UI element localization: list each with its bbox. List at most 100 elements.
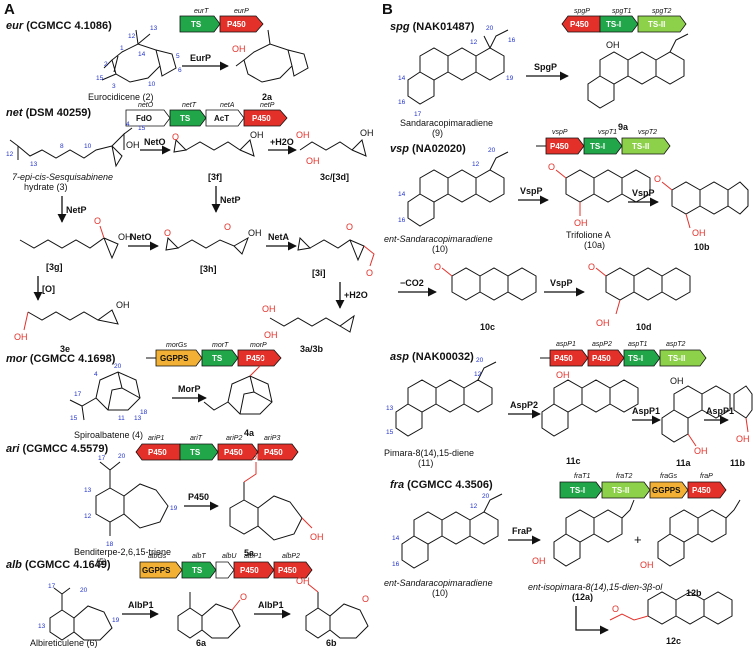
svg-text:2: 2 (104, 61, 108, 68)
svg-text:SpgP: SpgP (534, 62, 557, 72)
compound-11a-structure: OH OH 11a (661, 376, 731, 468)
svg-text:vspP: vspP (552, 129, 568, 136)
svg-text:OH: OH (694, 446, 708, 456)
svg-text:fraT2: fraT2 (616, 473, 632, 480)
svg-text:10: 10 (148, 81, 156, 88)
svg-text:1: 1 (120, 45, 124, 52)
svg-text:OH: OH (310, 532, 324, 542)
compound-3e-structure: OH OH 3e (14, 300, 130, 354)
svg-text:GGPPS: GGPPS (652, 486, 681, 495)
svg-text:O: O (612, 604, 619, 614)
svg-text:fraP: fraP (700, 473, 713, 480)
svg-text:OH: OH (116, 300, 130, 310)
svg-text:OH: OH (532, 556, 546, 566)
svg-text:P450: P450 (570, 20, 589, 29)
svg-text:12: 12 (472, 161, 480, 168)
compound-2a-structure: OH 2a (232, 29, 309, 102)
svg-text:Trifolione A: Trifolione A (566, 230, 611, 240)
svg-text:19: 19 (506, 75, 514, 82)
svg-text:spgP: spgP (574, 8, 590, 15)
svg-text:P450: P450 (227, 20, 246, 29)
svg-text:O: O (172, 132, 179, 142)
svg-text:16: 16 (398, 217, 406, 224)
svg-text:15: 15 (386, 429, 394, 436)
svg-text:TS-I: TS-I (590, 142, 605, 151)
svg-text:[3g]: [3g] (46, 262, 63, 272)
svg-text:OH: OH (126, 140, 140, 150)
svg-text:P450: P450 (592, 354, 611, 363)
svg-text:19: 19 (170, 505, 178, 512)
svg-text:OH: OH (264, 330, 278, 340)
svg-text:albGs: albGs (148, 553, 167, 560)
svg-text:TS-I: TS-I (628, 354, 643, 363)
alb-cluster-header: alb (CGMCC 4.1649) albGs albT albU albP1… (6, 553, 313, 579)
svg-text:AspP2: AspP2 (510, 400, 538, 410)
svg-text:[3i]: [3i] (312, 268, 326, 278)
svg-text:OH: OH (692, 228, 706, 238)
svg-text:Pimara-8(14),15-diene: Pimara-8(14),15-diene (384, 448, 474, 458)
svg-text:14: 14 (392, 535, 400, 542)
svg-text:P450: P450 (246, 354, 265, 363)
svg-text:14: 14 (398, 75, 406, 82)
svg-text:O: O (366, 268, 373, 278)
svg-text:20: 20 (482, 493, 490, 500)
svg-text:FdO: FdO (136, 114, 152, 123)
svg-text:(10): (10) (432, 244, 448, 254)
svg-text:O: O (164, 228, 171, 238)
svg-text:aspP1: aspP1 (556, 341, 576, 348)
compound-12a-structure: OH ent-isopimara-8(14),15-dien-3β-ol (12… (528, 499, 663, 602)
svg-text:ariT: ariT (190, 435, 203, 442)
compound-3ab-structure: OH OH 3a/3b (262, 304, 355, 354)
svg-text:13: 13 (386, 405, 394, 412)
svg-text:OH: OH (306, 156, 320, 166)
svg-text:+: + (634, 532, 642, 547)
svg-text:11: 11 (118, 415, 125, 422)
svg-text:AspP1: AspP1 (632, 406, 660, 416)
svg-text:TS-II: TS-II (612, 486, 629, 495)
svg-text:5a: 5a (244, 548, 255, 558)
svg-text:NetP: NetP (220, 195, 241, 205)
svg-text:eurT: eurT (194, 8, 209, 15)
svg-text:vsp (NA02020): vsp (NA02020) (390, 143, 466, 155)
svg-text:OH: OH (262, 304, 276, 314)
svg-text:4: 4 (126, 121, 130, 128)
svg-text:[O]: [O] (42, 284, 55, 294)
compound-3c-structure: OH OH OH 3c/[3d] (296, 128, 374, 182)
svg-text:OH: OH (14, 332, 28, 342)
svg-text:12b: 12b (686, 588, 702, 598)
svg-text:P450: P450 (252, 114, 271, 123)
svg-text:morP: morP (250, 342, 267, 349)
svg-text:Eurocidicene (2): Eurocidicene (2) (88, 92, 154, 102)
svg-text:(9): (9) (432, 128, 443, 138)
compound-10b-structure: O OH 10b (654, 174, 749, 252)
svg-text:aspP2: aspP2 (592, 341, 612, 348)
compound-5a-structure: OH OH 5a (229, 452, 324, 558)
svg-text:eur (CGMCC 4.1086): eur (CGMCC 4.1086) (6, 20, 112, 32)
svg-text:P450: P450 (278, 566, 297, 575)
svg-text:TS-II: TS-II (648, 20, 665, 29)
svg-text:TS: TS (192, 566, 203, 575)
svg-text:TS: TS (180, 114, 191, 123)
svg-text:O: O (434, 262, 441, 272)
svg-text:17: 17 (98, 455, 106, 462)
svg-text:spg (NAK01487): spg (NAK01487) (390, 21, 475, 33)
compound-12b-structure: OH 12b (640, 499, 741, 598)
svg-text:20: 20 (118, 453, 126, 460)
mor-cluster-header: mor (CGMCC 4.1698) morGs morT morP GGPPS… (6, 342, 282, 367)
compound-9a-structure: OH 9a (587, 33, 689, 132)
svg-text:TS-I: TS-I (570, 486, 585, 495)
trifolione-a-structure: O OH Trifolione A (10a) (548, 162, 651, 250)
svg-text:3e: 3e (60, 344, 70, 354)
svg-text:TS: TS (191, 20, 202, 29)
svg-text:P450: P450 (692, 486, 711, 495)
svg-text:fra (CGMCC 4.3506): fra (CGMCC 4.3506) (390, 479, 493, 491)
svg-text:aspT2: aspT2 (666, 341, 686, 348)
svg-text:FraP: FraP (512, 526, 532, 536)
compound-11c-structure: OH 11c (541, 370, 639, 466)
svg-text:ent-isopimara-8(14),15-dien-3β: ent-isopimara-8(14),15-dien-3β-ol (528, 582, 663, 592)
svg-text:OH: OH (260, 356, 274, 366)
